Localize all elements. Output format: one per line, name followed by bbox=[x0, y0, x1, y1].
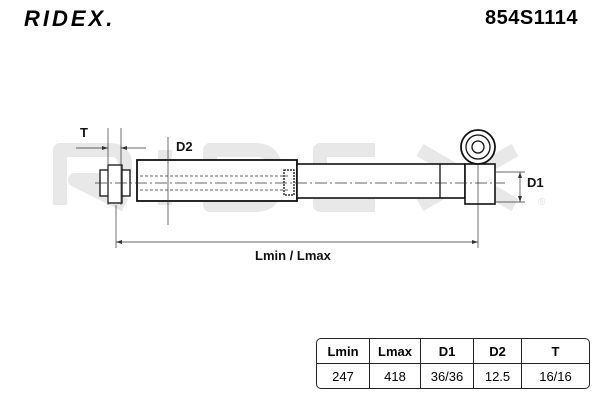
value-t: 16/16 bbox=[539, 368, 572, 384]
header-lmin: Lmin bbox=[317, 339, 370, 364]
arrow-icon bbox=[121, 146, 127, 150]
arrow-icon bbox=[518, 172, 522, 178]
value-d1: 36/36 bbox=[421, 364, 474, 388]
brand-logo: RIDEX. bbox=[24, 6, 116, 31]
body-seal bbox=[283, 169, 295, 196]
specs-header-row: Lmin Lmax D1 D2 T bbox=[317, 339, 589, 364]
right-mount bbox=[464, 163, 496, 205]
main-body bbox=[136, 159, 298, 202]
header-d1: D1 bbox=[421, 339, 474, 364]
value-lmax: 418 bbox=[370, 364, 421, 388]
label-t: T bbox=[80, 125, 88, 140]
label-d1: D1 bbox=[527, 175, 544, 190]
value-lmin: 247 bbox=[317, 364, 370, 388]
label-d2: D2 bbox=[176, 139, 193, 154]
part-number: 854S1114 bbox=[485, 7, 578, 29]
outer-tube bbox=[296, 163, 466, 199]
header-t: T bbox=[522, 339, 589, 364]
left-mount bbox=[107, 164, 123, 204]
header-d2: D2 bbox=[474, 339, 522, 364]
label-length: Lmin / Lmax bbox=[255, 248, 332, 263]
arrow-icon bbox=[102, 146, 108, 150]
arrow-icon bbox=[518, 196, 522, 202]
specs-value-row: 247 418 36/36 12.5 16/16 bbox=[317, 364, 589, 388]
registered-mark: ® bbox=[538, 197, 546, 208]
shock-absorber-drawing: ® T D2 D1 Lmin / Lm bbox=[53, 125, 546, 263]
mount-eye-bore bbox=[471, 140, 485, 154]
specs-table: Lmin Lmax D1 D2 T 247 418 36/36 12.5 16/… bbox=[316, 338, 590, 389]
arrow-icon bbox=[472, 240, 478, 244]
value-d2: 12.5 bbox=[474, 364, 522, 388]
arrow-icon bbox=[116, 240, 122, 244]
header-lmax: Lmax bbox=[370, 339, 421, 364]
